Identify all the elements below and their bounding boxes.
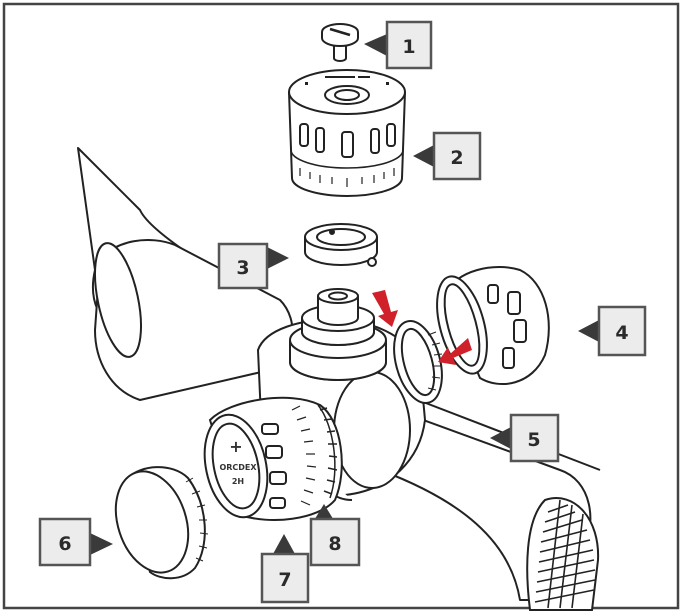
callout-4: 4: [578, 305, 647, 357]
part-2-turret-cap: [288, 69, 406, 197]
callout-7: 7: [260, 534, 310, 604]
part-5-side-ring: [393, 320, 443, 404]
callout-5: 5: [490, 413, 560, 463]
part-3-ring: [304, 223, 378, 267]
assembly-arrow-down: [372, 290, 398, 327]
callout-3-label: 3: [236, 257, 249, 279]
callout-4-label: 4: [615, 322, 628, 344]
callout-6-label: 6: [58, 533, 71, 555]
dial-number-text: 2H: [232, 477, 244, 486]
part-7-side-dial: + ORCDEX 2H: [203, 396, 343, 521]
callout-2-label: 2: [450, 147, 463, 169]
callout-1: 1: [364, 20, 433, 70]
callout-5-label: 5: [527, 429, 540, 451]
callout-6: 6: [38, 517, 113, 567]
callout-7-label: 7: [278, 569, 291, 591]
callout-8-label: 8: [328, 533, 341, 555]
callout-3: 3: [217, 242, 289, 290]
part-6-dial-cap: [114, 466, 209, 580]
objective-knurling: [526, 497, 600, 611]
dial-brand-text: ORCDEX: [219, 463, 257, 472]
elevation-turret-base: [289, 288, 387, 381]
callout-8: 8: [309, 504, 361, 567]
part-8-dial-knurl: [317, 404, 338, 499]
part-4-knurled-ring: [436, 266, 550, 385]
callout-1-label: 1: [402, 36, 415, 58]
assembly-arrow-left: [438, 338, 472, 365]
dial-plus-symbol: +: [229, 437, 242, 456]
callout-2: 2: [413, 131, 482, 181]
part-1-cap-screw: [321, 23, 359, 62]
